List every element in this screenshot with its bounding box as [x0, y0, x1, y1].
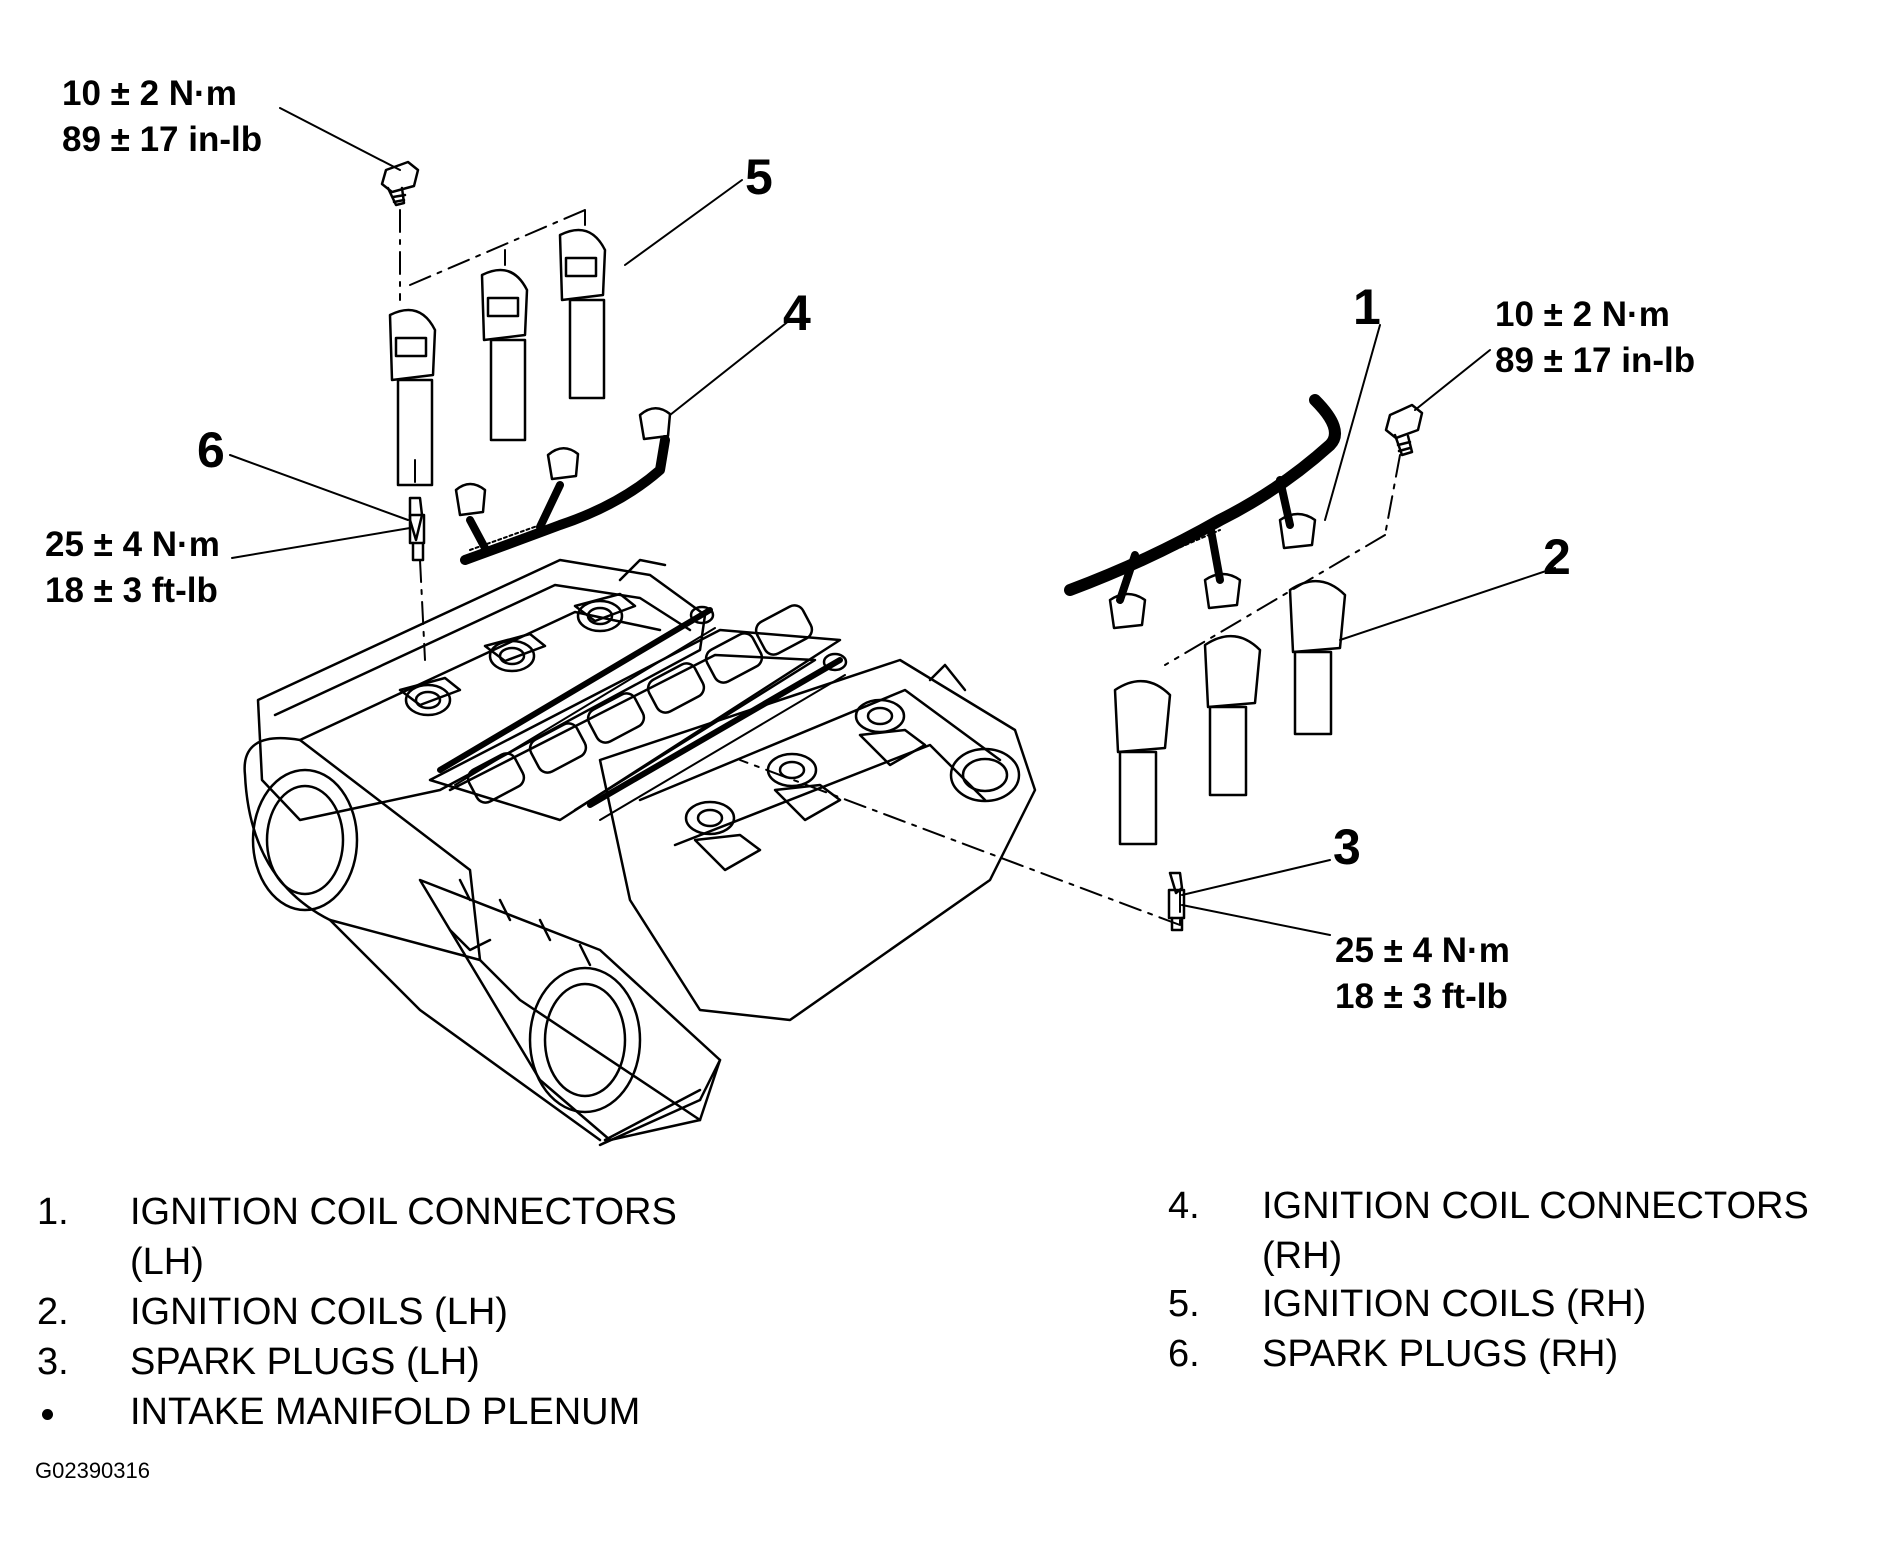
torque-inlb: 89 ± 17 in-lb	[62, 120, 263, 159]
callout-3: 3	[1333, 819, 1361, 875]
spark-plug-lh	[1167, 871, 1186, 932]
harness-lh	[1064, 394, 1341, 630]
torque-ftlb: 18 ± 3 ft-lb	[45, 571, 218, 610]
legend-num: 1.	[37, 1191, 69, 1233]
ignition-coil-connectors-rh	[454, 407, 672, 565]
alignment-lines-rh	[399, 209, 586, 661]
torque-nm: 10 ± 2 N·m	[62, 74, 237, 113]
callout-5: 5	[745, 149, 773, 205]
legend-item-cont: (LH)	[130, 1241, 204, 1283]
callout-4: 4	[783, 285, 811, 341]
legend-num: 6.	[1168, 1333, 1200, 1375]
torque-spark-plug-lh: 25 ± 4 N·m 18 ± 3 ft-lb	[1335, 928, 1510, 1020]
engine-block	[243, 558, 1037, 1147]
torque-nm: 25 ± 4 N·m	[1335, 931, 1510, 970]
leader-lines	[229, 107, 1556, 936]
callout-2: 2	[1543, 529, 1571, 585]
legend-item: SPARK PLUGS (RH)	[1262, 1333, 1619, 1375]
legend-item: SPARK PLUGS (LH)	[130, 1341, 480, 1383]
torque-inlb: 89 ± 17 in-lb	[1495, 341, 1696, 380]
callout-1: 1	[1353, 279, 1381, 335]
legend-item: IGNITION COIL CONNECTORS	[1262, 1185, 1809, 1227]
torque-ftlb: 18 ± 3 ft-lb	[1335, 977, 1508, 1016]
legend-num: 5.	[1168, 1283, 1200, 1325]
legend-item: IGNITION COIL CONNECTORS	[130, 1191, 677, 1233]
torque-bolt-lh: 10 ± 2 N·m 89 ± 17 in-lb	[1495, 292, 1695, 384]
legend-item: IGNITION COILS (RH)	[1262, 1283, 1647, 1325]
figure-id: G02390316	[35, 1458, 150, 1483]
legend-num: 4.	[1168, 1185, 1200, 1227]
legend-item-cont: (RH)	[1262, 1235, 1343, 1277]
legend-bullet	[42, 1409, 53, 1420]
callout-6: 6	[197, 422, 225, 478]
torque-nm: 25 ± 4 N·m	[45, 525, 220, 564]
bolt-rh	[380, 160, 420, 207]
legend-num: 2.	[37, 1291, 69, 1333]
alignment-lines-lh	[739, 454, 1401, 926]
torque-nm: 10 ± 2 N·m	[1495, 295, 1670, 334]
spark-plug-rh	[408, 496, 426, 562]
legend-item: INTAKE MANIFOLD PLENUM	[130, 1391, 641, 1433]
ignition-coils-rh	[388, 228, 607, 487]
torque-bolt-rh: 10 ± 2 N·m 89 ± 17 in-lb	[62, 71, 262, 163]
legend-num: 3.	[37, 1341, 69, 1383]
torque-spark-plug-rh: 25 ± 4 N·m 18 ± 3 ft-lb	[45, 522, 220, 614]
bolt-lh	[1384, 403, 1424, 457]
ignition-coils-lh	[1113, 579, 1347, 846]
legend-item: IGNITION COILS (LH)	[130, 1291, 508, 1333]
